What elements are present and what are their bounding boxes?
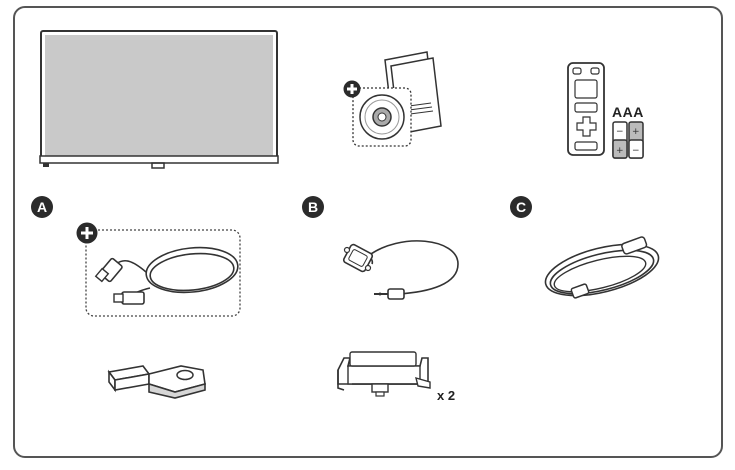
tv-monitor-icon [39,30,280,175]
manual-cd-icon [345,48,445,148]
cable-holder-clip-icon [330,348,435,404]
plus-optional-icon [76,222,98,244]
svg-text:+: + [632,127,640,137]
power-cord-icon [540,232,670,308]
accessories-frame [13,6,723,458]
badge-c: C [510,196,532,218]
plus-optional-icon [343,80,361,98]
rs232c-cable-icon [340,236,465,304]
hdmi-cable-icon [84,228,244,320]
svg-text:−: − [632,146,640,156]
badge-b: B [302,196,324,218]
svg-text:−: − [616,127,624,137]
badge-a: A [31,196,53,218]
battery-icon: − + + − [612,120,646,160]
battery-type-label: AAA [612,104,644,120]
svg-text:+: + [616,146,624,156]
clip-quantity-label: x 2 [437,388,456,403]
ir-receiver-holder-icon [105,362,215,402]
remote-control-icon [567,62,607,158]
